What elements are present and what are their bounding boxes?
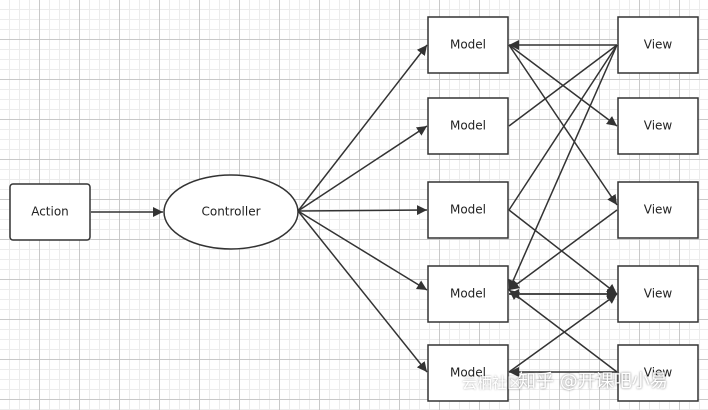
view-node-2: View xyxy=(617,97,699,155)
model-node-3: Model xyxy=(427,181,509,239)
view-label: View xyxy=(644,203,673,217)
controller-node: Controller xyxy=(163,174,299,250)
view-node-4: View xyxy=(617,265,699,323)
model-label: Model xyxy=(450,38,486,52)
arrow-controller-to-model-2 xyxy=(297,125,428,212)
arrow-controller-to-model-5 xyxy=(297,210,428,373)
controller-label: Controller xyxy=(201,205,260,219)
arrow-view-3-to-model-4 xyxy=(508,209,618,291)
view-label: View xyxy=(644,38,673,52)
arrow-view-5-to-model-4 xyxy=(508,289,618,373)
view-node-5: View xyxy=(617,344,699,402)
arrow-controller-to-model-4 xyxy=(297,210,428,291)
arrow-model-1-to-view-3 xyxy=(508,44,618,206)
view-node-3: View xyxy=(617,181,699,239)
connectors xyxy=(91,40,618,377)
model-node-4: Model xyxy=(427,265,509,323)
view-label: View xyxy=(644,366,673,380)
model-node-5: Model xyxy=(427,344,509,402)
model-label: Model xyxy=(450,287,486,301)
arrow-model-5-to-view-4 xyxy=(508,293,618,373)
watermark-faint: 云栖社区 xyxy=(462,374,523,392)
view-label: View xyxy=(644,287,673,301)
watermark-zhihu: 知乎 @开课吧小易 xyxy=(518,371,668,392)
model-node-2: Model xyxy=(427,97,509,155)
arrow-model-3-to-view-4 xyxy=(508,209,618,295)
arrow-view-1-to-model-4 xyxy=(508,44,618,291)
model-label: Model xyxy=(450,366,486,380)
arrow-controller-to-model-1 xyxy=(297,44,428,212)
view-node-1: View xyxy=(617,16,699,74)
model-label: Model xyxy=(450,203,486,217)
arrow-controller-to-model-3 xyxy=(297,205,428,216)
action-label: Action xyxy=(31,205,69,219)
model-node-1: Model xyxy=(427,16,509,74)
line-model-2-to-view-1 xyxy=(508,44,618,127)
model-label: Model xyxy=(450,119,486,133)
view-label: View xyxy=(644,119,673,133)
action-node: Action xyxy=(9,183,91,241)
line-model-3-to-view-1 xyxy=(508,44,618,211)
